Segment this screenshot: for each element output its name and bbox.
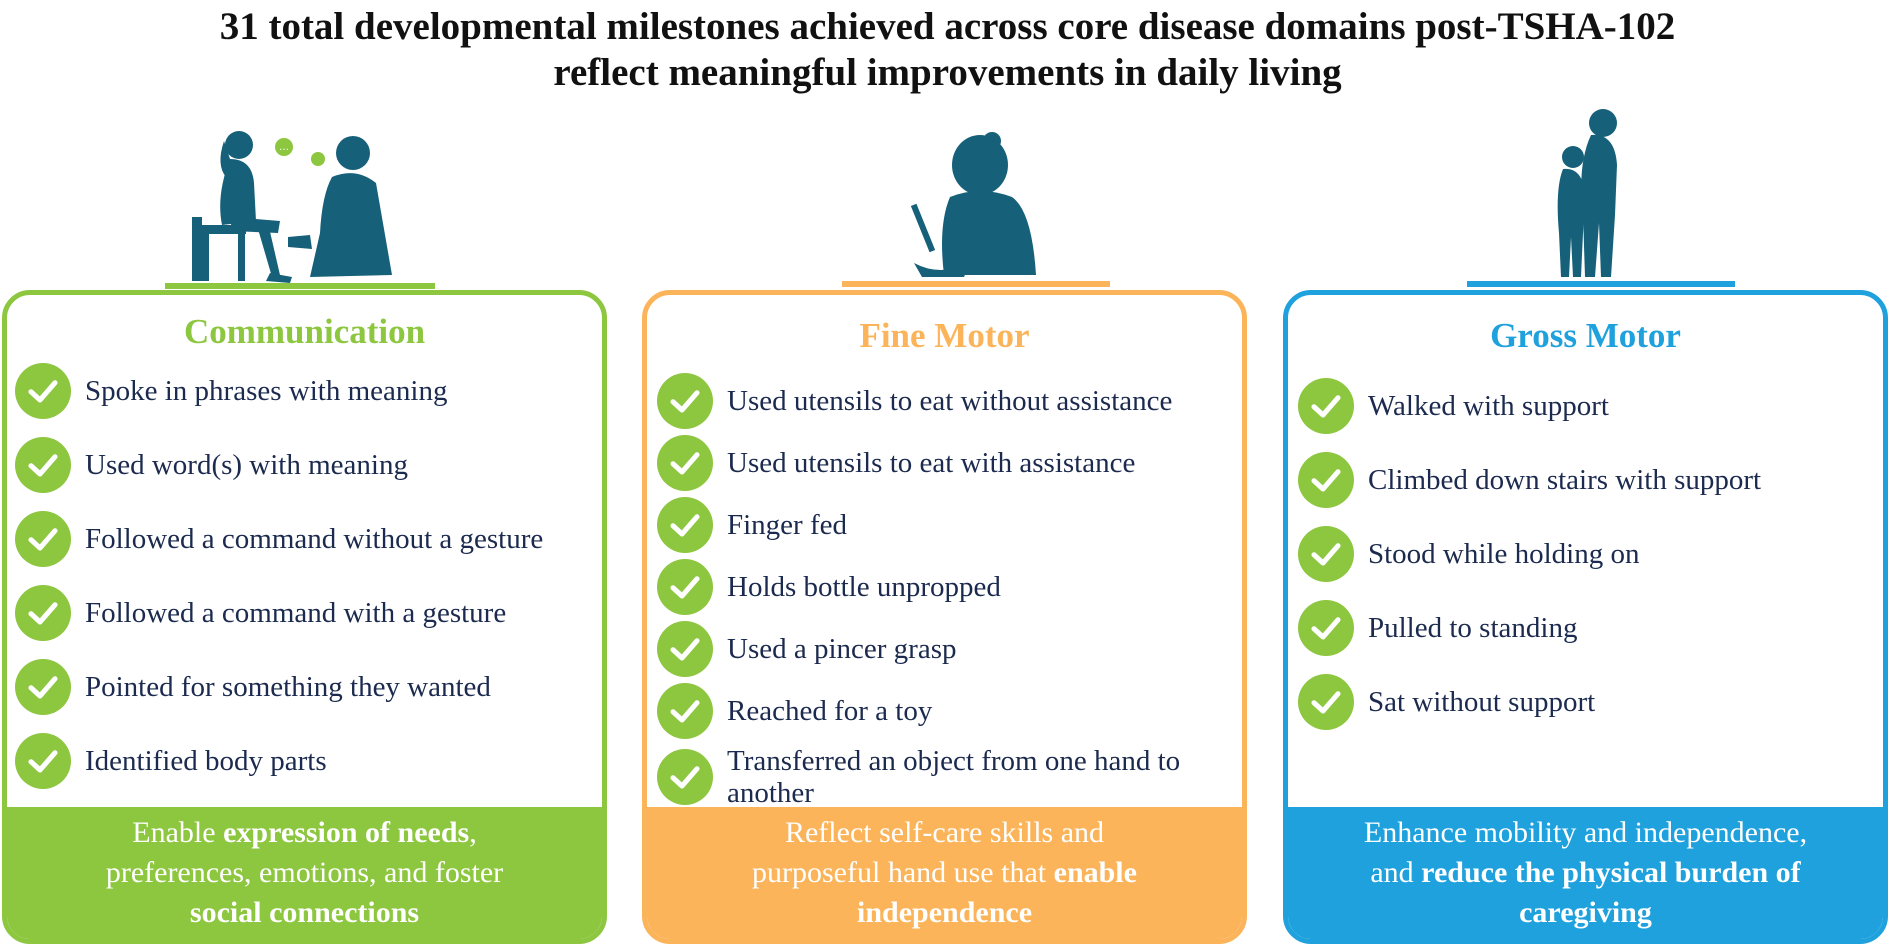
milestone-text: Used utensils to eat with assistance [727,447,1136,479]
check-icon [1298,674,1354,730]
check-icon [1298,452,1354,508]
list-item: Followed a command with a gesture [15,585,506,641]
check-icon [657,683,713,739]
milestone-text: Finger fed [727,509,847,541]
check-icon [1298,600,1354,656]
list-item: Walked with support [1298,378,1609,434]
communication-footer: Enable expression of needs, preferences,… [7,807,602,939]
fine-motor-footer: Reflect self-care skills and purposeful … [647,807,1242,939]
list-item: Stood while holding on [1298,526,1639,582]
list-item: Climbed down stairs with support [1298,452,1761,508]
milestone-text: Walked with support [1368,390,1609,422]
milestone-text: Reached for a toy [727,695,933,727]
milestone-text: Sat without support [1368,686,1596,718]
check-icon [657,373,713,429]
communication-panel: Communication Spoke in phrases with mean… [2,290,607,944]
check-icon [1298,526,1354,582]
milestone-text: Transferred an object from one hand to a… [727,745,1181,809]
page-title: 31 total developmental milestones achiev… [0,4,1895,96]
list-item: Used word(s) with meaning [15,437,408,493]
list-item: Identified body parts [15,733,327,789]
parent-child-standing-silhouette-icon [1467,109,1735,287]
milestone-text: Followed a command without a gesture [85,523,544,555]
milestone-text: Used a pincer grasp [727,633,957,665]
check-icon [1298,378,1354,434]
milestone-text: Used word(s) with meaning [85,449,408,481]
milestone-text: Used utensils to eat without assistance [727,385,1173,417]
svg-text:…: … [279,142,289,153]
check-icon [15,585,71,641]
list-item: Sat without support [1298,674,1595,730]
milestone-text: Followed a command with a gesture [85,597,507,629]
milestone-text: Stood while holding on [1368,538,1640,570]
check-icon [657,621,713,677]
list-item: Pointed for something they wanted [15,659,491,715]
gross-motor-panel: Gross Motor Walked with support Climbed … [1283,290,1888,944]
check-icon [657,435,713,491]
title-line-2: reflect meaningful improvements in daily… [553,51,1342,94]
milestone-text: Identified body parts [85,745,327,777]
milestone-text: Holds bottle unpropped [727,571,1001,603]
fine-motor-panel: Fine Motor Used utensils to eat without … [642,290,1247,944]
child-eating-silhouette-icon [842,132,1110,287]
milestone-text: Spoke in phrases with meaning [85,375,448,407]
check-icon [15,511,71,567]
gross-motor-footer: Enhance mobility and independence, and r… [1288,807,1883,939]
communication-heading: Communication [183,312,426,351]
list-item: Used utensils to eat without assistance [657,373,1172,429]
conversation-silhouette-icon: … [165,131,435,289]
list-item: Reached for a toy [657,683,932,739]
list-item: Pulled to standing [1298,600,1577,656]
check-icon [657,559,713,615]
gross-motor-heading: Gross Motor [1490,316,1681,355]
check-icon [15,363,71,419]
check-icon [15,733,71,789]
list-item: Spoke in phrases with meaning [15,363,447,419]
list-item: Holds bottle unpropped [657,559,1001,615]
check-icon [657,749,713,805]
check-icon [657,497,713,553]
check-icon [15,437,71,493]
milestone-text: Pointed for something they wanted [85,671,491,703]
list-item: Transferred an object from one hand to a… [657,745,1217,809]
milestone-text: Climbed down stairs with support [1368,464,1762,496]
milestone-text: Pulled to standing [1368,612,1578,644]
list-item: Followed a command without a gesture [15,511,543,567]
fine-motor-heading: Fine Motor [859,316,1030,355]
list-item: Used utensils to eat with assistance [657,435,1135,491]
list-item: Finger fed [657,497,847,553]
list-item: Used a pincer grasp [657,621,957,677]
check-icon [15,659,71,715]
title-line-1: 31 total developmental milestones achiev… [219,5,1676,48]
